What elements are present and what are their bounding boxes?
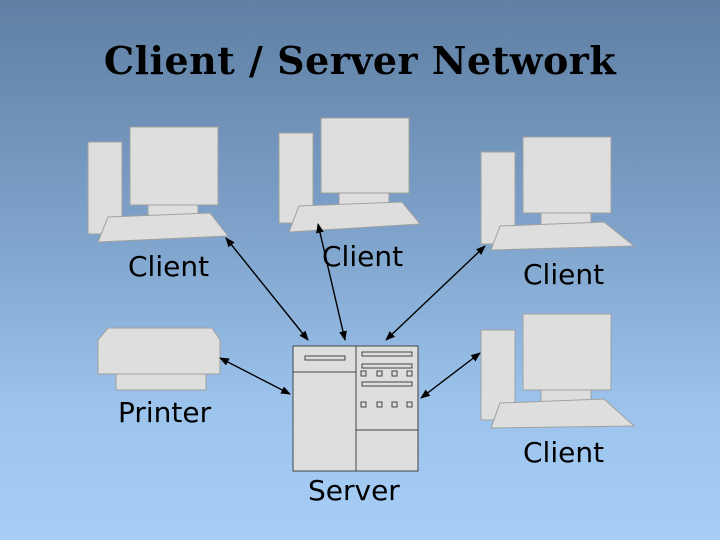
connector-arrow <box>219 357 291 395</box>
client-computer-icon <box>278 117 422 233</box>
client-label: Client <box>523 258 605 291</box>
client-computer-icon <box>480 313 636 429</box>
slide-title: Client / Server Network <box>103 38 617 83</box>
server-label: Server <box>308 474 400 507</box>
server-icon <box>292 345 419 472</box>
client-computer-icon <box>87 126 229 243</box>
connector-arrow <box>225 237 309 341</box>
connector-arrow <box>420 352 481 399</box>
printer-icon <box>97 327 221 391</box>
client-computer-icon <box>480 136 636 251</box>
client-label: Client <box>523 436 605 469</box>
client-label: Client <box>322 240 404 273</box>
connector-arrow <box>316 223 347 341</box>
client-label: Client <box>128 250 210 283</box>
connector-arrow <box>385 245 486 341</box>
printer-label: Printer <box>118 396 212 429</box>
